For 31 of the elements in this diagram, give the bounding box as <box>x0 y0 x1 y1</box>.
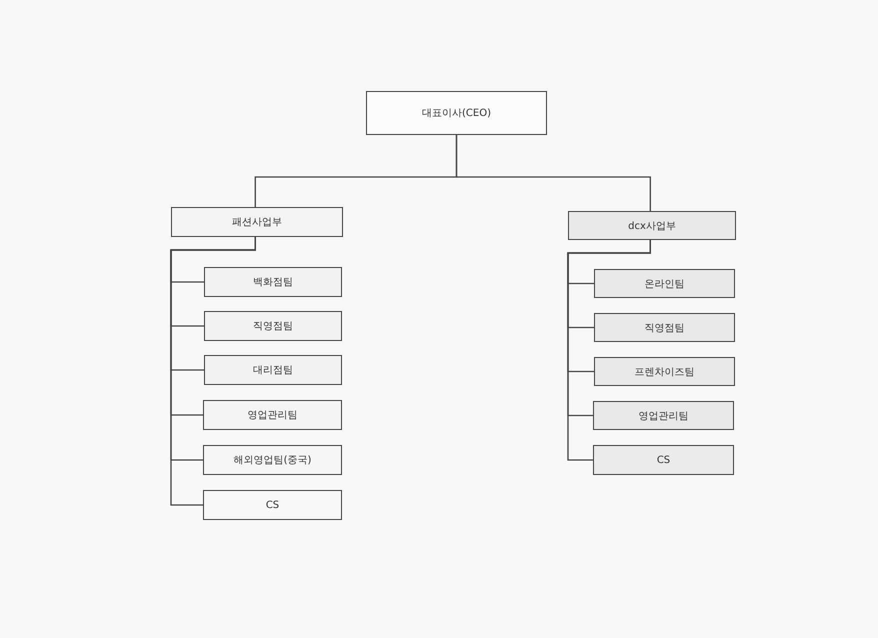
unit-name: CS <box>266 500 280 510</box>
org-box <box>366 91 547 135</box>
org-box <box>204 267 342 297</box>
unit-name: 영업관리팀 <box>638 410 688 422</box>
org-box <box>203 490 342 520</box>
org-box <box>203 445 342 475</box>
unit-name: 대표이사(CEO) <box>422 107 491 120</box>
org-box <box>594 357 735 386</box>
org-box <box>593 401 734 430</box>
unit-name: 영업관리팀 <box>248 409 298 422</box>
unit-name: 직영점팀 <box>644 322 684 334</box>
org-box <box>203 400 342 430</box>
org-box <box>593 445 734 475</box>
unit-name: 패션사업부 <box>232 216 282 229</box>
unit-name: 해외영업팀(중국) <box>234 454 312 467</box>
org-box <box>204 355 342 385</box>
org-box <box>594 269 735 298</box>
unit-name: 백화점팀 <box>253 276 293 289</box>
org-box <box>204 311 342 341</box>
org-box <box>568 211 736 240</box>
org-box <box>594 313 735 342</box>
unit-name: 대리점팀 <box>253 364 293 377</box>
connector-line <box>170 237 256 506</box>
org-box <box>171 207 343 237</box>
connector-line <box>456 135 651 211</box>
unit-name: CS <box>656 454 670 466</box>
unit-name: dcx사업부 <box>628 220 676 232</box>
unit-name: 프렌차이즈팀 <box>634 366 694 378</box>
unit-name: 온라인팀 <box>644 278 684 290</box>
connector-line <box>567 240 651 461</box>
unit-name: 직영점팀 <box>253 320 293 333</box>
